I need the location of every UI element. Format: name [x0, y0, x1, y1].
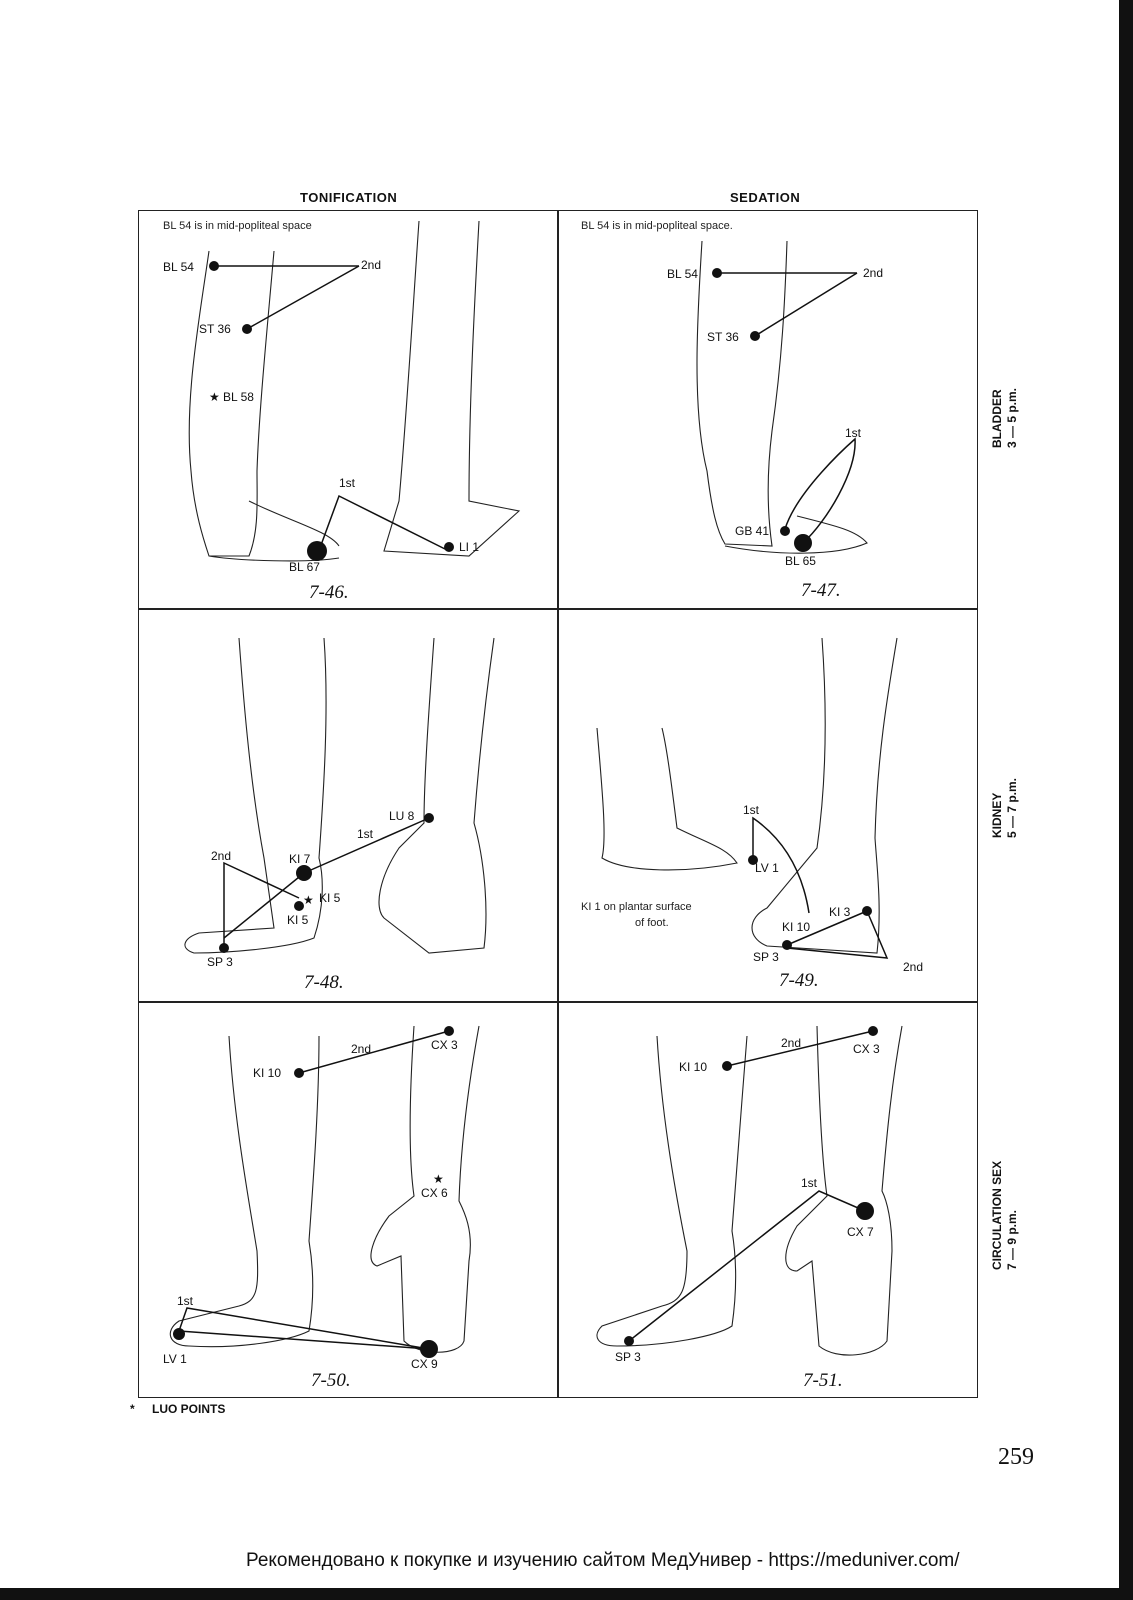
side-label-circulation-sex: CIRCULATION SEX 7 — 9 p.m.	[990, 1160, 1019, 1270]
label-lv1: LV 1	[755, 861, 779, 875]
diagram-7-47: BL 54 is in mid-popliteal space. BL 54 2…	[581, 220, 883, 601]
diagram-7-51: 2nd CX 3 KI 10 1st CX 7 SP 3 7-51.	[596, 1025, 903, 1391]
label-2nd: 2nd	[351, 1042, 371, 1056]
legend-text: LUO POINTS	[152, 1402, 226, 1416]
diagram-7-46: ★ BL 54 is in mid-popliteal space BL 54 …	[163, 220, 521, 603]
panel-7-50: ★ 2nd CX 3 KI 10 CX 6 1st LV 1 CX 9 7-50…	[139, 1001, 557, 1397]
figure-number: 7-46.	[309, 582, 349, 603]
star-ki5: ★	[303, 893, 314, 907]
label-1st: 1st	[357, 827, 374, 841]
panel-7-48: ★ LU 8 1st 2nd KI 7 KI 5 KI 5 SP 3 7-48.	[139, 608, 557, 1001]
label-ki5-star: KI 5	[319, 891, 341, 905]
diagram-7-50: ★ 2nd CX 3 KI 10 CX 6 1st LV 1 CX 9 7-50…	[163, 1025, 480, 1391]
label-2nd: 2nd	[781, 1036, 801, 1050]
label-st36: ST 36	[707, 330, 739, 344]
label-sp3: SP 3	[207, 955, 233, 969]
label-cx3: CX 3	[431, 1038, 458, 1052]
figure-number: 7-50.	[311, 1370, 351, 1391]
side-label-bladder: BLADDER 3 — 5 p.m.	[990, 387, 1019, 448]
label-ki5: KI 5	[287, 913, 309, 927]
page-number: 259	[998, 1444, 1034, 1470]
note-7-46: BL 54 is in mid-popliteal space	[163, 220, 312, 232]
panel-7-49: 1st LV 1 KI 1 on plantar surface of foot…	[557, 608, 977, 1001]
label-bl67: BL 67	[289, 560, 320, 574]
label-cx9: CX 9	[411, 1357, 438, 1371]
note-7-49-line1: KI 1 on plantar surface	[581, 901, 692, 913]
diagram-7-48: ★ LU 8 1st 2nd KI 7 KI 5 KI 5 SP 3 7-48.	[184, 637, 495, 993]
label-1st: 1st	[801, 1176, 818, 1190]
star-cx6: ★	[433, 1172, 444, 1186]
label-2nd: 2nd	[863, 266, 883, 280]
figure-number: 7-51.	[803, 1370, 843, 1391]
panel-7-46: ★ BL 54 is in mid-popliteal space BL 54 …	[139, 211, 557, 608]
label-cx7: CX 7	[847, 1225, 874, 1239]
label-lu8: LU 8	[389, 809, 415, 823]
label-bl54: BL 54	[163, 260, 194, 274]
legend-luo-points: * LUO POINTS	[130, 1402, 225, 1416]
label-sp3: SP 3	[753, 950, 779, 964]
header-tonification: TONIFICATION	[300, 190, 398, 205]
diagram-7-49: 1st LV 1 KI 1 on plantar surface of foot…	[581, 637, 923, 991]
label-1st: 1st	[339, 476, 356, 490]
legend-marker: *	[130, 1402, 135, 1416]
panel-7-47: BL 54 is in mid-popliteal space. BL 54 2…	[557, 211, 977, 608]
label-ki3: KI 3	[829, 905, 851, 919]
note-7-47: BL 54 is in mid-popliteal space.	[581, 220, 733, 232]
label-2nd: 2nd	[361, 258, 381, 272]
figure-number: 7-47.	[801, 580, 841, 601]
header-sedation: SEDATION	[730, 190, 801, 205]
label-ki10: KI 10	[679, 1060, 707, 1074]
panel-7-51: 2nd CX 3 KI 10 1st CX 7 SP 3 7-51.	[557, 1001, 977, 1397]
label-2nd: 2nd	[211, 849, 231, 863]
label-bl54: BL 54	[667, 267, 698, 281]
scan-edge-bottom	[0, 1588, 1133, 1600]
side-label-kidney: KIDNEY 5 — 7 p.m.	[990, 777, 1019, 838]
label-li1: LI 1	[459, 540, 479, 554]
scan-edge-right	[1119, 0, 1133, 1600]
label-ki10: KI 10	[253, 1066, 281, 1080]
label-st36: ST 36	[199, 322, 231, 336]
label-2nd: 2nd	[903, 960, 923, 974]
label-gb41: GB 41	[735, 524, 769, 538]
label-lv1: LV 1	[163, 1352, 187, 1366]
star-bl58: ★	[209, 390, 220, 404]
label-1st: 1st	[845, 426, 862, 440]
label-1st: 1st	[177, 1294, 194, 1308]
label-bl58: BL 58	[223, 390, 254, 404]
footer-text: Рекомендовано к покупке и изучению сайто…	[246, 1550, 960, 1571]
label-bl65: BL 65	[785, 554, 816, 568]
column-divider	[557, 211, 559, 1397]
row-divider-1	[139, 608, 977, 610]
figure-number: 7-49.	[779, 970, 819, 991]
figure-grid: ★ BL 54 is in mid-popliteal space BL 54 …	[138, 210, 978, 1398]
note-7-49-line2: of foot.	[635, 917, 669, 929]
row-divider-2	[139, 1001, 977, 1003]
label-cx3: CX 3	[853, 1042, 880, 1056]
label-ki10: KI 10	[782, 920, 810, 934]
label-sp3: SP 3	[615, 1350, 641, 1364]
figure-number: 7-48.	[304, 972, 344, 993]
label-cx6: CX 6	[421, 1186, 448, 1200]
label-1st: 1st	[743, 803, 760, 817]
label-ki7: KI 7	[289, 852, 311, 866]
